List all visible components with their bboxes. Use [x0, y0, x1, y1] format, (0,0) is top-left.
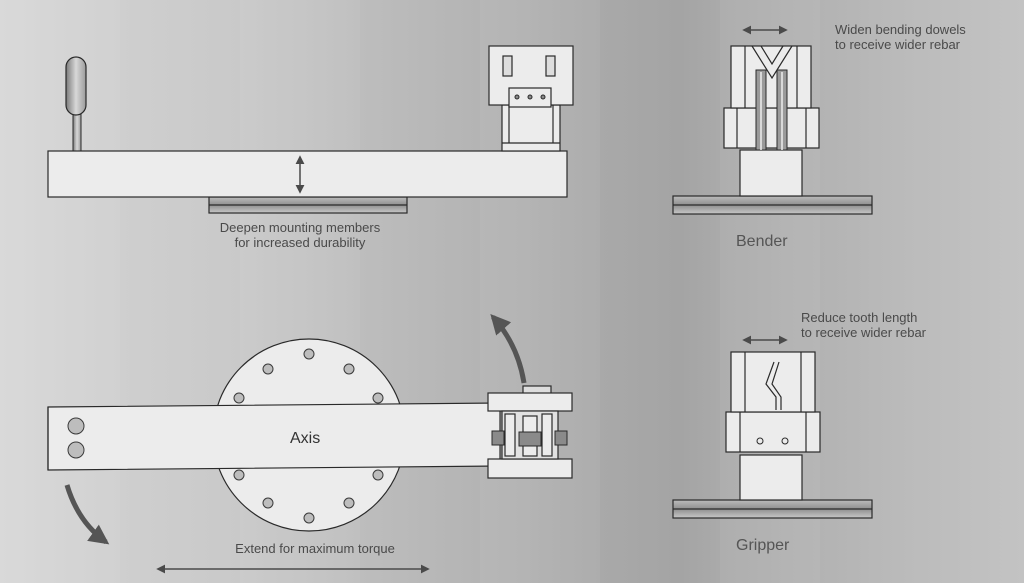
gripper-front-view — [672, 335, 873, 519]
background-band — [0, 0, 120, 583]
rotation-arrow-icon — [490, 314, 527, 384]
torque-annotation: Extend for maximum torque — [235, 541, 395, 556]
bender-annotation: Widen bending dowels to receive wider re… — [835, 22, 966, 52]
bender-label: Bender — [736, 233, 788, 250]
arm-side-view — [47, 45, 574, 214]
gripper-annotation-line2: to receive wider rebar — [801, 325, 926, 340]
gripper-label: Gripper — [736, 537, 790, 554]
rotation-arrow-icon — [64, 484, 110, 545]
bender-annotation-line2: to receive wider rebar — [835, 37, 960, 52]
bender-front-view — [672, 25, 873, 215]
bender-annotation-line1: Widen bending dowels — [835, 22, 966, 37]
handle — [65, 56, 87, 153]
tool-head-side — [488, 45, 574, 152]
axis-label: Axis — [290, 430, 321, 447]
tool-head-plan — [487, 385, 573, 479]
deepen-annotation-line2: for increased durability — [234, 235, 366, 250]
arm-plan-bar — [47, 402, 501, 471]
gripper-annotation: Reduce tooth length to receive wider reb… — [801, 310, 926, 340]
arm-bar — [47, 150, 568, 198]
arm-plan-view — [47, 314, 573, 574]
deepen-annotation-line1: Deepen mounting members — [219, 220, 381, 235]
gripper-annotation-line1: Reduce tooth length — [801, 310, 918, 325]
deepen-annotation: Deepen mounting members for increased du… — [205, 220, 395, 250]
